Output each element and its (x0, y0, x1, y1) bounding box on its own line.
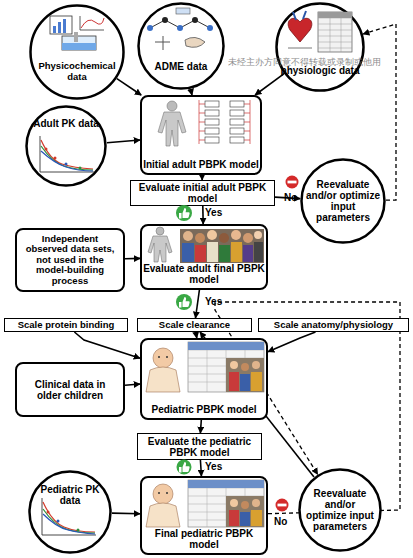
edge-label: Yes (205, 296, 222, 307)
data-circle: Adult PK data (25, 105, 107, 187)
flow-arrow (196, 290, 200, 318)
flow-arrow (112, 512, 140, 514)
flow-arrow (125, 384, 140, 385)
circle-outline (275, 2, 365, 92)
circle-shape (31, 6, 124, 99)
circle-outline (28, 470, 112, 554)
flow-arrow (200, 460, 201, 476)
model-box: Pediatric PBPK model (140, 338, 268, 420)
node-text: Initial adult PBPK model (143, 159, 259, 170)
data-circle: physiologic data (275, 2, 365, 92)
node-text: Reevaluate and/or optimize input paramet… (304, 488, 376, 532)
flow-arrow (125, 258, 140, 260)
flow-arrow (74, 332, 140, 358)
circle-outline (25, 105, 107, 187)
flow-arrow (200, 420, 203, 433)
model-box: Evaluate adult final PBPK model (140, 224, 268, 290)
flow-arrow (202, 206, 204, 224)
data-circle: Physicochemical data (28, 4, 126, 100)
data-box: Independent observed data sets, not used… (15, 228, 125, 292)
evaluate-box: Evaluate the pediatric PBPK model (137, 433, 262, 460)
node-text: Scale protein binding (18, 320, 115, 330)
circle-shape (30, 472, 111, 553)
circle-shape (302, 160, 385, 243)
node-text: Physicochemical data (29, 61, 125, 82)
node-text: Independent observed data sets, not used… (20, 234, 120, 286)
scaling-box: Scale protein binding (4, 318, 128, 332)
flow-arrow (268, 332, 316, 352)
no-sign-icon (276, 499, 289, 512)
no-sign-icon (286, 176, 299, 189)
data-box: Clinical data in older children (15, 362, 125, 417)
scaling-box: Scale clearance (137, 318, 252, 332)
node-text: Scale clearance (159, 320, 230, 330)
circle-shape (300, 470, 381, 551)
watermark-text: 未经主办方同意不得转载或录制或他用 (228, 56, 381, 69)
circle-shape (139, 4, 224, 89)
scaling-box: Scale anatomy/physiology (258, 318, 409, 332)
node-text: Pediatric PK data (29, 484, 111, 506)
flow-arrow (117, 79, 141, 95)
circle-outline (28, 4, 126, 100)
circle-outline (137, 2, 225, 90)
edge-label: Yes (205, 461, 222, 472)
node-text: ADME data (155, 61, 208, 72)
flow-arrow (107, 140, 140, 143)
node-text: Evaluate initial adult PBPK model (132, 182, 273, 204)
reevaluate-circle: Reevaluate and/or optimize input paramet… (298, 468, 382, 552)
edge-label: No (274, 516, 287, 527)
flow-arrow (255, 74, 284, 95)
model-box: Final pediatric PBPK model (140, 476, 268, 555)
thumbs-up-icon (176, 205, 192, 221)
node-text: Adult PK data (33, 118, 99, 129)
evaluate-box: Evaluate initial adult PBPK model (130, 180, 275, 206)
circle-shape (27, 107, 106, 186)
circle-shape (277, 4, 364, 91)
node-text: Reevaluate and/or optimize input paramet… (306, 179, 380, 223)
edge-label: No (284, 192, 297, 203)
data-circle: ADME data (137, 2, 225, 90)
node-text: Scale anatomy/physiology (274, 320, 393, 330)
node-text: Evaluate adult final PBPK model (143, 263, 265, 285)
reevaluate-circle: Reevaluate and/or optimize input paramet… (300, 158, 386, 244)
data-circle: Pediatric PK data (28, 470, 112, 554)
edge-label: Yes (205, 207, 222, 218)
thumbs-up-icon (176, 294, 192, 310)
node-text: Evaluate the pediatric PBPK model (139, 436, 260, 458)
node-text: Clinical data in older children (23, 379, 117, 401)
node-text: Final pediatric PBPK model (143, 528, 265, 550)
model-box: Initial adult PBPK model (140, 95, 262, 175)
thumbs-up-icon (177, 460, 192, 475)
node-text: Pediatric PBPK model (151, 404, 256, 415)
